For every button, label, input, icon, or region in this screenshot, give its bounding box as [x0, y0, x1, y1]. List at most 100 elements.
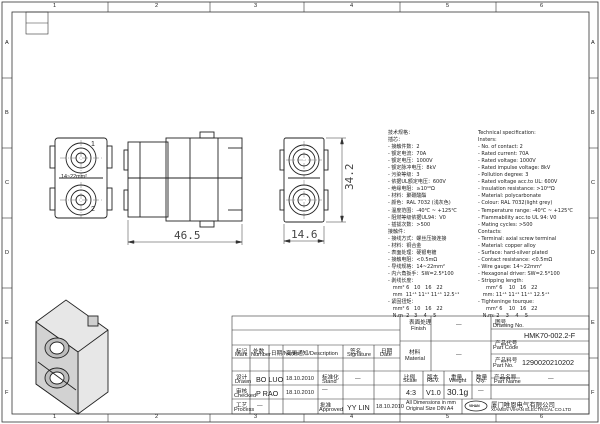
spec-line: - Terminal: axial screw terminal	[478, 235, 557, 242]
spec-line: - 额定电压：1000V	[388, 158, 433, 165]
title-block-grid	[231, 315, 590, 415]
spec-line: - Colour: RAL 7032(light grey)	[478, 200, 553, 207]
mark-label-cn: 标记	[236, 349, 248, 355]
column-label: 6	[540, 3, 544, 9]
wire-range-label: 14~22mm²	[61, 174, 87, 180]
spec-line: - 绝缘电阻：≥10¹⁰Ω	[388, 186, 435, 193]
contact-1-label: 1	[91, 141, 95, 148]
rev-label-en: REV.	[427, 378, 440, 384]
contact-2-label: 2	[91, 206, 95, 213]
spec-line: mm: 11⁺¹ 11⁺¹ 11⁺¹ 12.5⁺¹	[478, 292, 550, 299]
dimension-depth	[283, 224, 325, 244]
number-label-cn: 处数	[253, 349, 265, 355]
spec-line: 插芯：	[388, 137, 404, 144]
drawn-by: BO LUO	[256, 375, 284, 384]
isometric-view	[35, 299, 109, 415]
column-label: 1	[53, 414, 57, 420]
spec-line: - Rated voltage: 1000V	[478, 158, 536, 165]
rev-label-cn: 版本	[427, 375, 439, 381]
date-name-label: 日期/Name	[271, 351, 299, 357]
spec-line: - 额定脉冲电压：8kV	[388, 165, 436, 172]
spec-line: - 插拔次数：>500	[388, 221, 431, 228]
spec-line: mm² 6 10 16 22	[478, 285, 538, 292]
spec-line: - Insulation resistance: >10¹⁰Ω	[478, 186, 555, 193]
spec-chinese: 技术规格：插芯：- 接触件数：2- 额定电流：70A- 额定电压：1000V- …	[388, 130, 459, 320]
approved-label-en: Approved	[319, 407, 343, 413]
dimension-width	[127, 220, 243, 245]
process-value: —	[257, 403, 263, 409]
number-label-en: Number	[251, 352, 271, 358]
finish-value: —	[456, 322, 462, 328]
row-label: B	[591, 110, 595, 116]
row-label: A	[5, 40, 9, 46]
dimension-note: All Dimensions in mm	[406, 400, 456, 406]
spec-line: - Rated impulse voltage: 8kV	[478, 165, 551, 172]
company-logo-text: VIHAN	[469, 404, 480, 408]
spec-line: mm² 6 10 16 22	[478, 306, 538, 313]
date-label-cn: 日期	[381, 349, 393, 355]
empty-cell: —	[322, 387, 328, 393]
spec-line: - Wire gauge: 14~22mm²	[478, 263, 542, 270]
material-label-en: Material	[405, 356, 425, 362]
signature-label-en: Signature	[347, 352, 371, 358]
spec-line: - 接线方式：螺丝压接连接	[388, 235, 447, 242]
row-label: A	[591, 40, 595, 46]
spec-line: N.m 2 3 4 5	[388, 313, 437, 320]
row-label: C	[591, 180, 596, 186]
row-label: F	[5, 390, 9, 396]
product-name-value: —	[548, 376, 554, 382]
spec-line: - 颜色：RAL 7032 (浅灰色)	[388, 200, 451, 207]
column-label: 1	[53, 3, 57, 9]
stand-label-en: Stand	[322, 379, 337, 385]
spec-line: Insters:	[478, 137, 497, 144]
row-label: D	[5, 250, 10, 256]
row-label: D	[591, 250, 596, 256]
checked-label-cn: 审核	[236, 389, 248, 395]
checked-by: P RAO	[256, 389, 279, 398]
spec-line: - 阻燃等级依据UL94：V0	[388, 214, 446, 221]
spec-line: - Temperature range: -40℃ ~ +125℃	[478, 207, 573, 214]
dimension-width-value: 46.5	[174, 229, 201, 242]
part-no-label-cn: 产品料号	[495, 358, 518, 364]
material-value: —	[456, 352, 462, 358]
dimension-depth-value: 14.6	[291, 228, 318, 241]
checked-date: 18.10.2010	[286, 390, 314, 396]
description-label: 变更通知/Description	[286, 351, 338, 357]
column-label: 6	[540, 414, 544, 420]
spec-en-heading: Technical specification:	[478, 130, 536, 136]
process-label-en: Process	[234, 407, 255, 413]
signature-label-cn: 签名	[350, 349, 362, 355]
stand-value: —	[355, 376, 361, 382]
spec-line: - Material: polycarbonate	[478, 193, 541, 200]
mark-label-en: Mark	[235, 352, 248, 358]
spec-line: - 表面处理：硬银电镀	[388, 249, 437, 256]
spec-line: mm² 6 10 16 22	[388, 285, 443, 292]
spec-line: - 内六角扳手：SW=2.5*100	[388, 270, 454, 277]
spec-line: - Stripping length:	[478, 277, 524, 284]
spec-line: - Rated current: 70A	[478, 151, 529, 158]
material-label-cn: 材料	[409, 350, 421, 356]
date-label-en: Date	[380, 352, 392, 358]
part-number: 1290020210202	[522, 358, 574, 367]
spec-line: - 温度范围：-40℃ ~ +125℃	[388, 207, 457, 214]
column-label: 3	[254, 3, 258, 9]
drawing-no-label-cn: 图号	[495, 320, 507, 326]
part-code-label-en: Part Code	[493, 345, 519, 351]
column-label: 2	[155, 3, 159, 9]
spec-line: - Pollution degree: 3	[478, 172, 529, 179]
dimension-height-value: 34.2	[343, 163, 356, 191]
spec-line: - Rated voltage acc.to UL: 600V	[478, 179, 558, 186]
rev-value: V1.0	[426, 388, 441, 397]
product-name-label-cn: 产品名称	[494, 375, 517, 381]
spec-line: - Tighteninge tourque:	[478, 299, 534, 306]
row-label: F	[591, 390, 595, 396]
company-name-cn: 厦门唯恩电气有限公司	[491, 402, 555, 409]
approved-date: 18.10.2010	[376, 404, 404, 410]
weight-value: 30.1g	[447, 387, 469, 397]
row-label: E	[591, 320, 595, 326]
finish-label-en: Finish	[411, 326, 426, 332]
dimension-height	[326, 137, 346, 223]
spec-line: - 接触件数：2	[388, 144, 420, 151]
drawn-label-cn: 设计	[236, 375, 248, 381]
